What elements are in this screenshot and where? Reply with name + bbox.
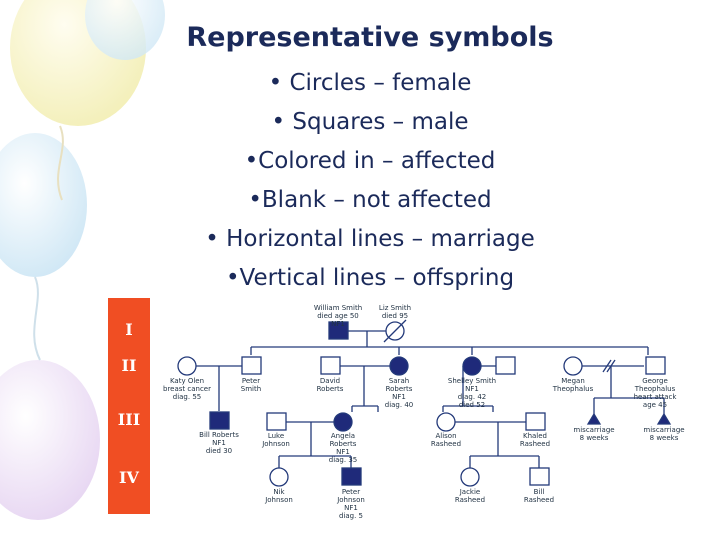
generation-label-2: II <box>121 356 137 375</box>
miscarriage-symbol <box>586 412 602 425</box>
person-sarah-roberts <box>389 356 409 376</box>
person-luke-johnson <box>266 412 287 431</box>
person-william-smith <box>328 321 349 340</box>
bullet-horizontal: • Horizontal lines – marriage <box>205 226 535 252</box>
balloon-shape <box>85 0 165 60</box>
generation-label-1: I <box>125 320 133 339</box>
person-david-roberts <box>320 356 341 375</box>
person-alison-rasheed <box>436 412 456 432</box>
generation-bar <box>108 298 150 514</box>
person-angela-roberts <box>333 412 353 432</box>
bullet-list: • Circles – female • Squares – male •Col… <box>0 64 720 298</box>
bullet-blank: •Blank – not affected <box>248 187 492 213</box>
person-peter-smith <box>241 356 262 375</box>
person-peter-johnson <box>341 467 362 486</box>
person-katy-olen <box>177 356 197 376</box>
divorce-mark <box>602 359 612 373</box>
generation-label-3: III <box>117 410 141 429</box>
miscarriage-symbol <box>656 412 672 425</box>
balloon-shape <box>0 133 87 277</box>
person-bill-rasheed <box>529 467 550 486</box>
bullet-colored: •Colored in – affected <box>244 148 496 174</box>
bullet-vertical: •Vertical lines – offspring <box>225 265 515 291</box>
pedigree-graphic <box>177 319 672 487</box>
person-megan-theophalus <box>563 356 583 376</box>
person-unknown-spouse <box>495 356 516 375</box>
person-shelley-smith <box>462 356 482 376</box>
balloon-string <box>33 276 41 361</box>
pedigree-chart: I II III IV <box>108 298 690 520</box>
balloon-string <box>57 125 64 201</box>
person-bill-roberts <box>209 411 230 430</box>
person-nik-johnson <box>269 467 289 487</box>
generation-label-4: IV <box>119 468 139 487</box>
balloon-shape <box>0 360 100 520</box>
slide-title: Representative symbols <box>186 22 554 53</box>
person-jackie-rasheed <box>460 467 480 487</box>
deceased-mark <box>383 319 407 343</box>
person-george-theophalus <box>645 356 666 375</box>
person-khaled-rasheed <box>525 412 546 431</box>
bullet-squares: • Squares – male <box>271 109 469 135</box>
bullet-circles: • Circles – female <box>268 70 472 96</box>
